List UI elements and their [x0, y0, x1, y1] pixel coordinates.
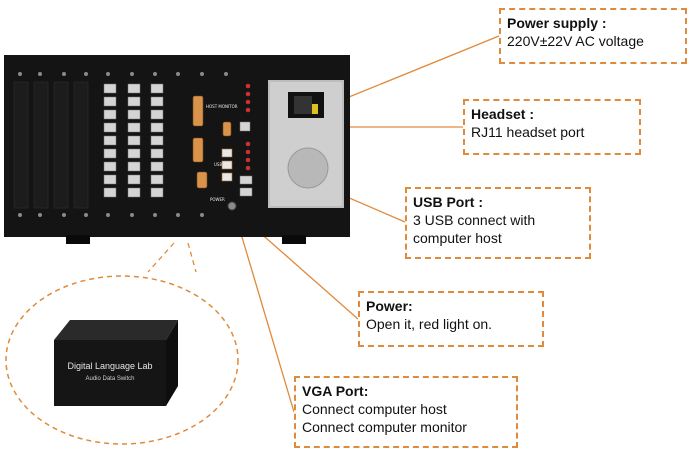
callout-power-line: Open it, red light on.: [366, 316, 493, 332]
panel-screws: [18, 72, 228, 217]
callout-vga-line-2: Connect computer monitor: [302, 419, 467, 435]
callout-usb-title: USB Port :: [413, 194, 483, 210]
callout-usb-line-2: computer host: [413, 230, 502, 246]
callout-headset-line: RJ11 headset port: [471, 124, 585, 140]
power-label: POWER: [210, 197, 225, 202]
callout-headset-title: Headset :: [471, 106, 535, 122]
host-monitor-label: HOST MONITOR: [206, 104, 238, 109]
device-box: [54, 340, 166, 406]
callout-vga-line-1: Connect computer host: [302, 401, 447, 417]
switch-chassis: HOST MONITOR USB POWER: [4, 55, 350, 244]
callout-vga-title: VGA Port:: [302, 383, 369, 399]
device-inset: Digital Language Lab Audio Data Switch: [5, 242, 239, 445]
usb-ports: [221, 148, 233, 182]
power-supply-module: [268, 80, 344, 208]
callout-power-supply-title: Power supply :: [507, 15, 607, 31]
blank-slot-panels: [13, 81, 89, 209]
device-box-label-2: Audio Data Switch: [85, 376, 134, 382]
callout-power-supply-line: 220V±22V AC voltage: [507, 33, 644, 49]
device-box-label-1: Digital Language Lab: [67, 361, 152, 371]
callout-usb-line-1: 3 USB connect with: [413, 212, 536, 228]
vga-ports: [192, 95, 232, 189]
inset-connector-right: [187, 242, 197, 273]
callout-usb-port: USB Port : 3 USB connect with computer h…: [405, 187, 591, 259]
usb-label: USB: [214, 162, 222, 167]
inset-dashed-ellipse: [5, 275, 239, 445]
rj45-port-columns: [103, 83, 164, 198]
status-leds: [245, 83, 251, 171]
power-switch: [227, 201, 237, 211]
leader-power-supply: [321, 35, 500, 109]
callout-headset: Headset : RJ11 headset port: [463, 99, 641, 155]
inset-connector-left: [147, 242, 175, 273]
callout-vga-port: VGA Port: Connect computer host Connect …: [294, 376, 518, 448]
rj11-headset-ports: [239, 121, 253, 197]
callout-power-title: Power:: [366, 298, 413, 314]
callout-power-supply: Power supply : 220V±22V AC voltage: [499, 8, 687, 64]
callout-power: Power: Open it, red light on.: [358, 291, 544, 347]
